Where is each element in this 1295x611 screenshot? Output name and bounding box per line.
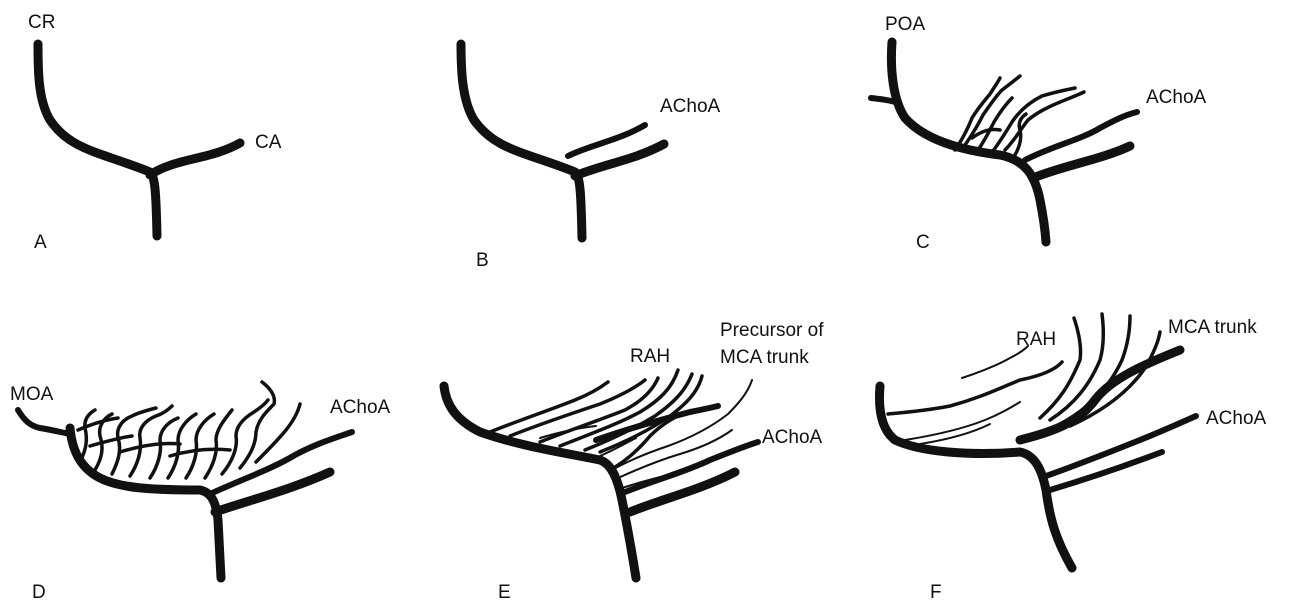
label-achoa: AChoA	[1206, 408, 1267, 429]
label-ca: CA	[255, 132, 282, 153]
label-achoa: AChoA	[660, 96, 721, 117]
moa-vessel	[18, 410, 70, 434]
panel-letter-b: B	[476, 250, 489, 271]
label-achoa: AChoA	[330, 397, 391, 418]
panel-c: POA AChoA C	[871, 14, 1207, 253]
label-poa: POA	[885, 14, 925, 35]
label-rah: RAH	[630, 346, 670, 367]
label-achoa: AChoA	[1146, 87, 1207, 108]
panel-b: AChoA B	[461, 44, 721, 271]
panel-letter-d: D	[32, 582, 46, 603]
label-achoa: AChoA	[762, 427, 823, 448]
moa-branches	[78, 382, 300, 478]
panel-a: CR CA A	[28, 12, 282, 253]
label-moa: MOA	[10, 384, 54, 405]
main-vessel	[461, 44, 582, 238]
panel-e: RAH Precursor of MCA trunk AChoA E	[444, 320, 824, 603]
label-rah: RAH	[1016, 329, 1056, 350]
poa-vessel	[871, 98, 899, 103]
label-precursor-line1: Precursor of	[720, 320, 824, 341]
panel-letter-c: C	[916, 232, 930, 253]
branch-vessel	[215, 472, 330, 512]
branch-vessel	[630, 472, 735, 512]
cr-vessel	[38, 44, 157, 236]
label-precursor-line2: MCA trunk	[720, 347, 809, 368]
panel-d: MOA AChoA D	[10, 382, 391, 603]
ca-vessel	[150, 143, 240, 175]
panel-letter-e: E	[498, 582, 511, 603]
panel-letter-f: F	[930, 582, 942, 603]
panel-f: RAH MCA trunk AChoA F	[880, 314, 1267, 603]
label-mca-trunk: MCA trunk	[1168, 317, 1257, 338]
label-cr: CR	[28, 12, 55, 33]
achoa-vessel	[568, 125, 645, 156]
panel-letter-a: A	[34, 232, 47, 253]
